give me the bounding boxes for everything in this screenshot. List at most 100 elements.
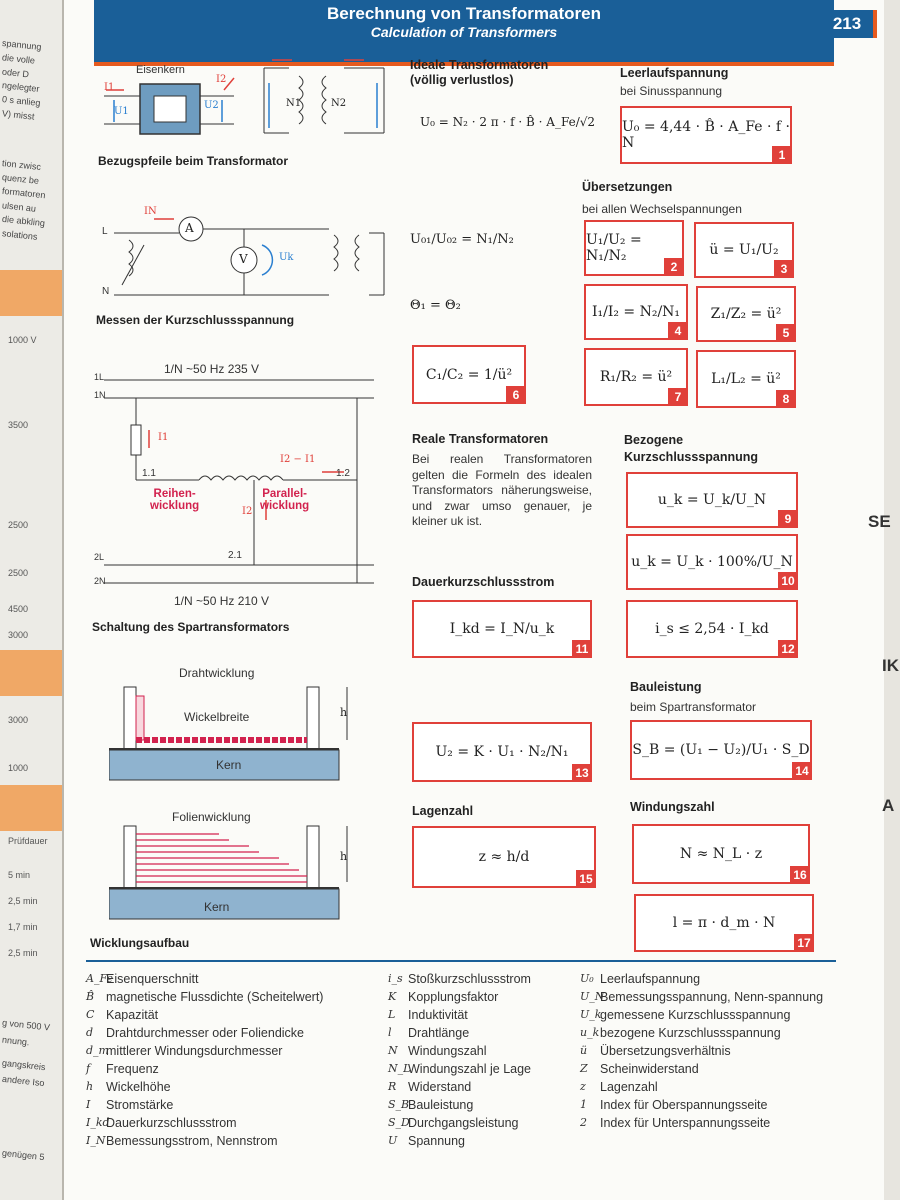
- idle-voltage-title: Leerlaufspannung: [620, 66, 729, 80]
- text-fragment: solations: [1, 228, 38, 242]
- formula-text: z ≈ h/d: [478, 849, 530, 865]
- turns-title: Windungszahl: [630, 800, 715, 814]
- formula-text: i_s ≤ 2,54 · I_kd: [655, 621, 769, 637]
- formula-number: 14: [792, 762, 812, 780]
- formula-number: 3: [774, 260, 794, 278]
- formula-number: 8: [776, 390, 796, 408]
- table-value: 2500: [8, 520, 29, 530]
- table-value: 2,5 min: [8, 896, 38, 906]
- text-fragment: oder D: [1, 66, 30, 80]
- foil-winding-title: Folienwicklung: [172, 810, 251, 824]
- legend-row: B̂magnetische Flussdichte (Scheitelwert): [86, 990, 324, 1004]
- symbol-i2-auto: I2: [242, 506, 253, 517]
- title-english: Calculation of Transformers: [370, 24, 558, 40]
- formula-number: 11: [572, 640, 592, 658]
- symbol-n2: N2: [331, 98, 347, 109]
- formula-text: L₁/L₂ = ü²: [711, 371, 781, 387]
- page-header: Berechnung von Transformatoren Calculati…: [94, 0, 834, 66]
- symbol-i2-minus-i1: I2 − I1: [280, 454, 316, 465]
- formula-box-3: ü = U₁/U₂ 3: [694, 222, 794, 278]
- formula-box-15: z ≈ h/d 15: [412, 826, 596, 888]
- formula-box-16: N ≈ N_L · z 16: [632, 824, 810, 884]
- ideal-transformer-subtitle: (völlig verlustlos): [410, 73, 514, 87]
- text-fragment: ngelegter: [1, 80, 40, 94]
- text-fragment: spannung: [1, 37, 42, 53]
- table-value: 2500: [8, 568, 29, 578]
- series-winding-label: Reihen- wicklung: [150, 488, 200, 512]
- formula-text: I_kd = I_N/u_k: [449, 621, 555, 637]
- sustained-short-circuit-title: Dauerkurzschlussstrom: [412, 575, 555, 589]
- formula-box-9: u_k = U_k/U_N 9: [626, 472, 798, 528]
- formula-box-8: L₁/L₂ = ü² 8: [696, 350, 796, 408]
- formula-text: N ≈ N_L · z: [679, 846, 763, 862]
- table-value: 4500: [8, 604, 29, 614]
- formula-number: 4: [668, 322, 688, 340]
- caption-short-circuit: Messen der Kurzschlussspannung: [96, 313, 295, 327]
- wire-winding-diagram: [109, 686, 348, 781]
- table-value: 3000: [8, 715, 29, 725]
- formula-text: I₁/I₂ = N₂/N₁: [591, 304, 681, 320]
- formula-box-14: S_B = (U₁ − U₂)/U₁ · S_D 14: [630, 720, 812, 780]
- table-value: 1000 V: [8, 335, 37, 345]
- orange-band: [0, 270, 62, 316]
- table-value: 5 min: [8, 870, 31, 880]
- side-label-se: SE: [868, 512, 891, 531]
- formula-number: 7: [668, 388, 688, 406]
- autotransformer-diagram: [104, 379, 374, 584]
- table-value: Prüfdauer: [8, 836, 48, 846]
- symbol-2l: 2L: [94, 552, 105, 562]
- table-value: 2,5 min: [8, 948, 38, 958]
- symbol-i2: I2: [216, 74, 227, 85]
- formula-text: C₁/C₂ = 1/ü²: [425, 366, 513, 383]
- symbol-u1: U1: [114, 106, 129, 117]
- real-transformer-text: Bei realen Transformatoren gelten die Fo…: [412, 452, 592, 529]
- height-symbol-foil: h: [340, 850, 348, 863]
- related-short-circuit-title: Bezogene Kurzschlussspannung: [624, 433, 759, 464]
- parallel-winding-label: Parallel- wicklung: [260, 488, 310, 512]
- real-transformer-title: Reale Transformatoren: [412, 432, 549, 446]
- side-label-a: A: [882, 796, 895, 815]
- core-label-wire: Kern: [216, 758, 242, 772]
- text-fragment: die volle: [1, 52, 36, 66]
- formula-u0-ideal: U₀ = N₂ · 2 π · f · B̂ · A_Fe/√2: [420, 115, 596, 129]
- symbol-2n: 2N: [94, 576, 106, 586]
- height-symbol-wire: h: [340, 706, 348, 719]
- formula-text: S_B = (U₁ − U₂)/U₁ · S_D: [632, 742, 810, 758]
- voltmeter-symbol: V: [239, 252, 248, 266]
- formula-box-5: Z₁/Z₂ = ü² 5: [696, 286, 796, 342]
- symbol-i1-auto: I1: [158, 432, 169, 443]
- formula-theta: Θ₁ = Θ₂: [410, 298, 461, 313]
- table-value: 3000: [8, 630, 29, 640]
- rating-title: Bauleistung: [630, 680, 702, 694]
- text-fragment: gangskreis: [1, 1057, 46, 1073]
- formula-number: 15: [576, 870, 596, 888]
- terminal-2-1: 2.1: [228, 550, 242, 561]
- foil-winding-diagram: [109, 825, 348, 920]
- symbol-n1: N1: [286, 98, 302, 109]
- caption-winding-structure: Wicklungsaufbau: [90, 936, 190, 950]
- formula-box-17: l = π · d_m · N 17: [634, 894, 814, 952]
- terminal-1-2: 1.2: [336, 468, 350, 479]
- orange-band: [0, 785, 62, 831]
- transmission-ratio-subtitle: bei allen Wechselspannungen: [582, 202, 742, 216]
- symbol-1n: 1N: [94, 390, 106, 400]
- idle-voltage-subtitle: bei Sinusspannung: [620, 84, 723, 98]
- formula-text: Z₁/Z₂ = ü²: [710, 306, 782, 322]
- text-fragment: genügen 5: [1, 1147, 45, 1163]
